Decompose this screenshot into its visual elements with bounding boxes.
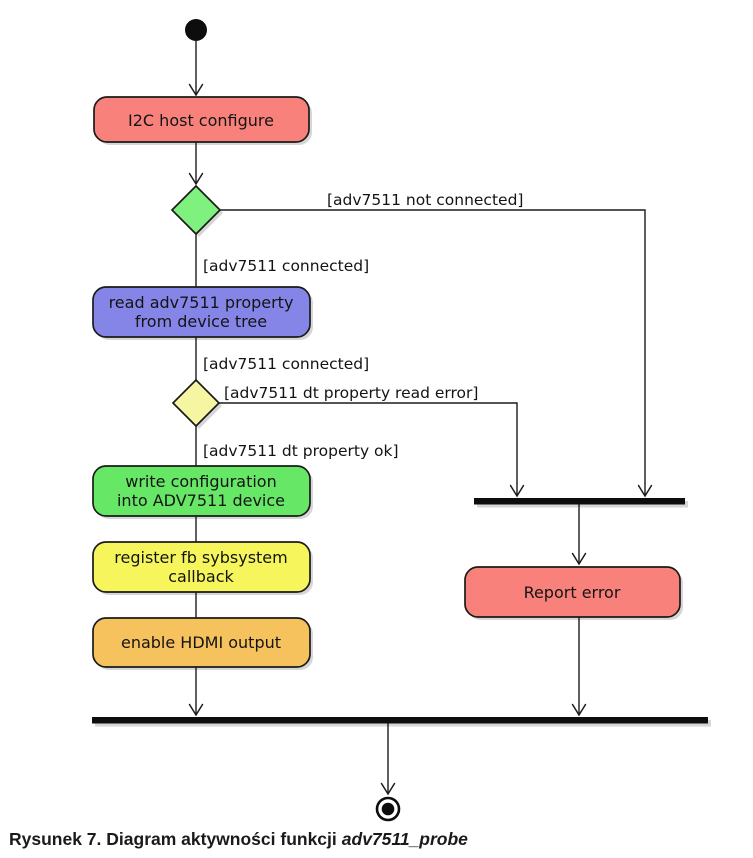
activity-read-property-line1: read adv7511 property <box>109 293 294 312</box>
start-node <box>185 19 207 41</box>
join-bar-error <box>474 498 685 505</box>
arrowhead-icon <box>380 782 396 796</box>
edge-label-connected-2: [adv7511 connected] <box>203 355 369 373</box>
activity-write-configuration-line1: write configuration <box>125 472 276 491</box>
activity-i2c-host-configure <box>93 96 310 143</box>
edge-not-connected <box>220 209 646 496</box>
figure-caption-text: Rysunek 7. Diagram aktywności funkcji <box>9 829 337 849</box>
activity-register-fb-line2: callback <box>168 567 234 586</box>
arrowhead-icon <box>571 552 587 566</box>
arrowhead-icon <box>509 484 525 498</box>
edge-label-connected-1: [adv7511 connected] <box>203 257 369 275</box>
arrowhead-icon <box>188 172 204 186</box>
activity-read-property-line2: from device tree <box>135 312 267 331</box>
decision-dt-property <box>171 378 221 428</box>
join-bar-final <box>92 717 708 724</box>
activity-read-adv7511-property <box>92 286 311 338</box>
edge-label-dt-ok: [adv7511 dt property ok] <box>203 442 399 460</box>
activity-write-configuration-line2: into ADV7511 device <box>117 491 285 510</box>
activity-enable-hdmi-label: enable HDMI output <box>121 633 281 652</box>
figure-caption-function-name: adv7511_probe <box>341 829 468 849</box>
edge-dt-read-error <box>219 402 518 496</box>
activity-register-fb-line1: register fb sybsystem <box>114 548 287 567</box>
decision-adv7511-connected <box>170 184 222 236</box>
arrowhead-icon <box>571 703 587 717</box>
edge-label-not-connected: [adv7511 not connected] <box>327 191 523 209</box>
activity-report-error-label: Report error <box>524 583 621 602</box>
arrowhead-icon <box>637 484 653 498</box>
arrowhead-icon <box>188 83 204 97</box>
end-node <box>381 802 395 816</box>
edge-label-dt-read-error: [adv7511 dt property read error] <box>224 384 478 402</box>
activity-enable-hdmi-output <box>92 617 311 668</box>
activity-register-fb-callback <box>92 541 311 593</box>
activity-i2c-label: I2C host configure <box>128 111 274 130</box>
activity-report-error <box>464 566 681 618</box>
activity-write-configuration <box>92 465 311 517</box>
arrowhead-icon <box>188 703 204 717</box>
